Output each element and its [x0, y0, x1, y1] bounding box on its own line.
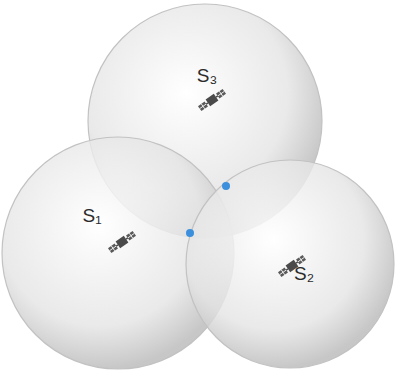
sphere-outline — [186, 160, 394, 368]
satellite-label: S₃ — [197, 65, 217, 87]
satellite-icon — [107, 230, 136, 254]
sphere-shape — [185, 159, 395, 369]
sphere-node: S₂ — [185, 159, 395, 369]
satellite-icon — [197, 88, 226, 112]
satellite-label: S₂ — [294, 263, 314, 285]
intersection-dot — [222, 182, 230, 190]
intersection-dot — [186, 229, 194, 237]
satellite-icon — [277, 254, 306, 278]
satellite-label: S₁ — [82, 205, 101, 227]
